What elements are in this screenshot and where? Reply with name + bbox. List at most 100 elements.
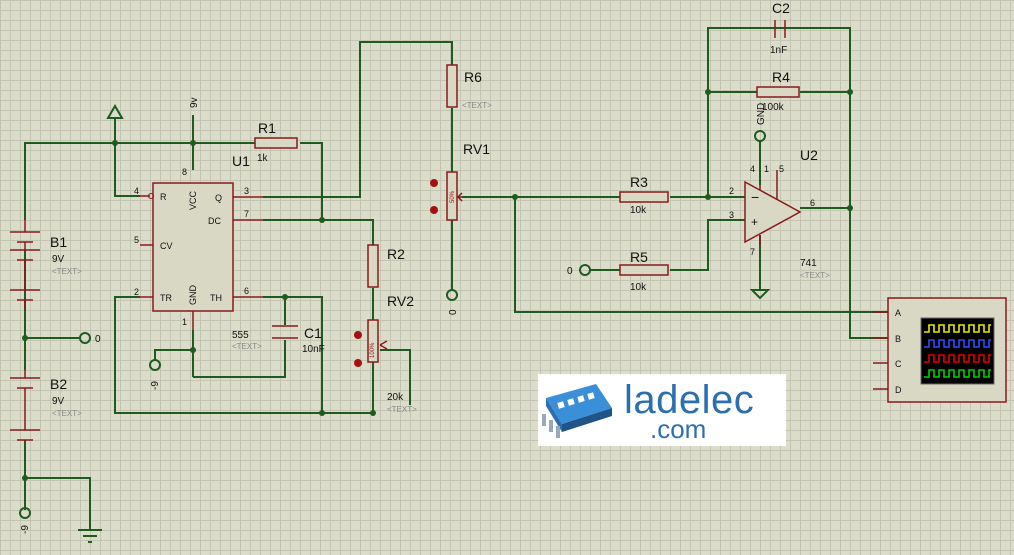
u1-pinnum-8: 8 — [182, 167, 187, 177]
u1-pinnum-4: 4 — [134, 186, 139, 196]
u1-pin-cv: CV — [160, 241, 173, 251]
terminal-neg9[interactable] — [19, 507, 31, 519]
junction — [847, 89, 853, 95]
r1-body — [254, 137, 298, 149]
wire-to-scope-a — [514, 197, 888, 313]
u1-ref: U1 — [232, 153, 250, 169]
r1-ref: R1 — [258, 120, 276, 136]
junction — [112, 140, 118, 146]
resistor-r1[interactable]: R1 1k — [254, 120, 298, 164]
rv1-body — [446, 171, 458, 221]
rv1-wiper — [456, 192, 463, 202]
junction — [190, 347, 196, 353]
wire-c1-bottom — [193, 340, 286, 378]
rv2-dec-button[interactable] — [354, 331, 362, 339]
resistor-r5[interactable]: R5 10k — [619, 249, 669, 293]
terminal-rv1-zero[interactable] — [446, 289, 458, 301]
terminal-r5-zero-label: 0 — [567, 266, 573, 277]
scope-pins — [873, 311, 888, 390]
wire-th — [263, 296, 323, 413]
u2-pinnum-3: 3 — [729, 210, 734, 220]
terminal-r5-zero[interactable] — [579, 264, 591, 276]
capacitor-c1[interactable]: C1 10nF — [272, 325, 325, 355]
chip-icon — [542, 384, 612, 438]
wire-c2-feedback — [707, 27, 888, 339]
rv2-value: 20k — [387, 392, 404, 403]
b1-ref: B1 — [50, 234, 67, 250]
scope-channel-b: B — [895, 334, 901, 344]
u1-pinnum-2: 2 — [134, 287, 139, 297]
scope-trace — [924, 369, 991, 378]
wire-q-r6 — [263, 41, 453, 198]
b2-value: 9V — [52, 396, 65, 407]
r4-ref: R4 — [772, 69, 790, 85]
rv1-dec-button[interactable] — [430, 179, 438, 187]
u1-pins — [140, 195, 263, 330]
terminal-zero[interactable] — [79, 332, 91, 344]
r4-body — [756, 86, 800, 98]
rv2-inc-button[interactable] — [354, 359, 362, 367]
r3-body — [619, 191, 669, 203]
opamp-u2-741[interactable]: − + U2 741 <TEXT> 2 3 4 5 1 6 7 — [729, 147, 830, 280]
terminal-9v-label: 9v — [189, 97, 200, 108]
u2-ref: U2 — [800, 147, 818, 163]
u1-part: 555 — [232, 330, 249, 341]
resistor-r4[interactable]: R4 100k — [756, 69, 800, 113]
b2-text: <TEXT> — [52, 409, 82, 418]
u2-pinnum-2: 2 — [729, 186, 734, 196]
ic-u1-555[interactable]: U1 555 <TEXT> R CV TR Q DC TH VCC GND 4 … — [134, 153, 263, 351]
scope-trace — [924, 354, 991, 363]
b2-ref: B2 — [50, 376, 67, 392]
rv1-inc-button[interactable] — [430, 206, 438, 214]
c1-value: 10nF — [302, 344, 325, 355]
u1-pin-dc: DC — [208, 216, 221, 226]
terminal-u2-gnd-label: GND — [756, 103, 767, 125]
c2-value: 1nF — [770, 45, 787, 56]
r5-body — [619, 264, 669, 276]
u2-pins — [759, 170, 778, 245]
resistor-r6[interactable]: R6 <TEXT> — [446, 64, 492, 110]
u2-pinnum-4: 4 — [750, 164, 755, 174]
wire-ground — [25, 477, 91, 530]
terminal-neg9-c1[interactable] — [149, 359, 161, 371]
junction — [22, 335, 28, 341]
potentiometer-rv1[interactable]: 50% RV1 — [430, 141, 490, 221]
battery-b1[interactable]: B1 9V <TEXT> — [10, 220, 82, 310]
terminal-rv1-zero-label: 0 — [448, 309, 459, 315]
r2-body — [367, 244, 379, 288]
u2-minus: − — [751, 189, 759, 205]
wire-left-top — [24, 142, 115, 220]
u1-pin-vcc: VCC — [188, 190, 198, 210]
oscilloscope[interactable]: A B C D — [873, 297, 1007, 403]
scope-channel-a: A — [895, 308, 901, 318]
c1-plates — [272, 325, 298, 339]
rv2-wiper-pct: 100% — [370, 342, 376, 358]
junction — [705, 89, 711, 95]
terminal-neg9-c1-label: -9 — [150, 381, 161, 390]
c1-ref: C1 — [304, 325, 322, 341]
opamp-vneg-arrow-icon — [749, 289, 771, 300]
rv1-ref: RV1 — [463, 141, 490, 157]
resistor-r3[interactable]: R3 10k — [619, 174, 669, 216]
power-arrow-icon — [106, 104, 124, 119]
u2-plus: + — [751, 215, 758, 229]
rv2-body — [367, 319, 379, 363]
scope-screen — [920, 317, 995, 385]
junction — [370, 410, 376, 416]
resistor-r2[interactable]: R2 — [367, 244, 405, 288]
r3-ref: R3 — [630, 174, 648, 190]
battery-b2[interactable]: B2 9V <TEXT> — [10, 370, 82, 441]
r1-value: 1k — [257, 153, 269, 164]
wire-tr-loop — [114, 296, 373, 414]
wire-r5-noninv — [670, 219, 745, 271]
capacitor-c2[interactable]: C2 1nF — [770, 0, 790, 56]
potentiometer-rv2[interactable]: 100% RV2 20k <TEXT> — [354, 293, 417, 414]
u1-pin-th: TH — [210, 293, 222, 303]
battery-b2-symbol — [10, 370, 40, 441]
u2-pinnum-1: 1 — [764, 164, 769, 174]
terminal-u2-gnd[interactable] — [754, 130, 766, 142]
terminal-neg9-label: -9 — [20, 525, 31, 534]
wire-r1-right — [300, 142, 323, 220]
